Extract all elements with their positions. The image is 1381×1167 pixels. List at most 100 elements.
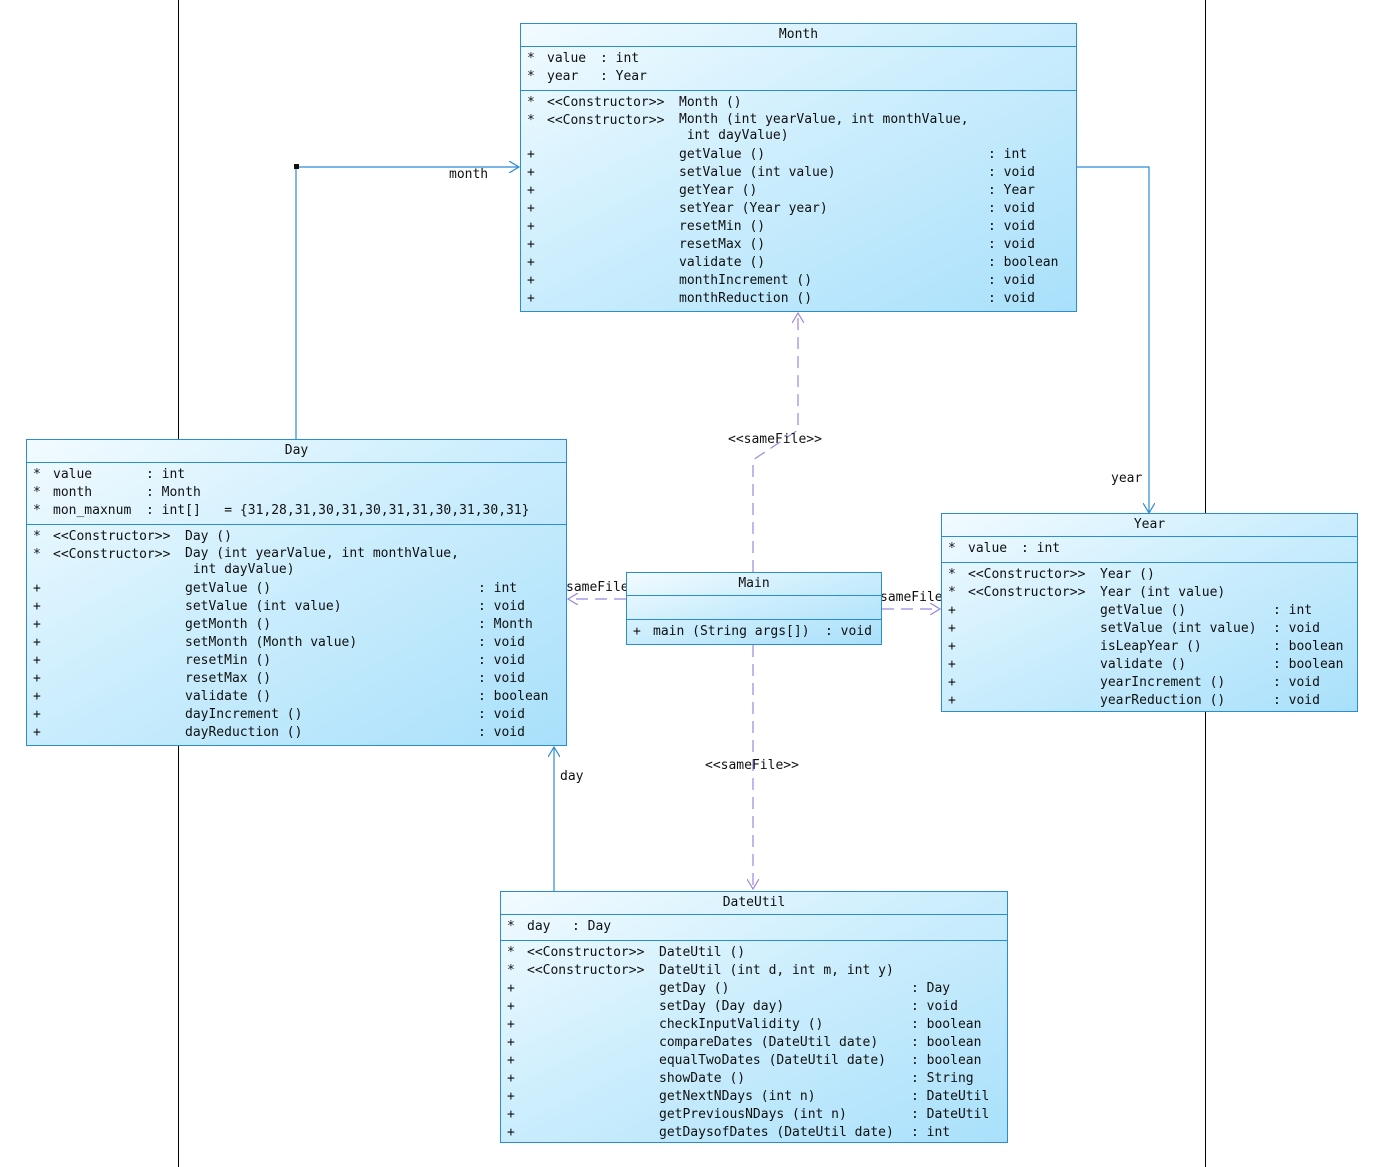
visibility-marker: + xyxy=(507,999,515,1014)
visibility-marker: + xyxy=(507,1035,515,1050)
attribute-compartment: *day: Day xyxy=(501,915,1007,941)
return-type: : void xyxy=(478,635,525,650)
operation-signature: setValue (int value) xyxy=(1100,621,1257,636)
operation-signature: Year (int value) xyxy=(1100,585,1226,600)
operation-signature: compareDates (DateUtil date) xyxy=(659,1035,879,1050)
return-type: : void xyxy=(988,291,1035,306)
return-type: : DateUtil xyxy=(911,1107,990,1122)
return-type: : Day xyxy=(911,981,951,996)
attribute-type: : Year xyxy=(600,69,647,84)
visibility-marker: * xyxy=(527,95,535,110)
return-type: : Month xyxy=(478,617,533,632)
visibility-marker: * xyxy=(33,529,41,544)
constructor-stereotype: <<Constructor>> xyxy=(968,567,1086,582)
return-type: : int xyxy=(911,1125,951,1140)
attribute-row: *value: int xyxy=(521,50,1076,68)
visibility-marker: * xyxy=(33,503,41,518)
operation-compartment: *<<Constructor>>DateUtil ()*<<Constructo… xyxy=(501,941,1007,1144)
operation-signature: validate () xyxy=(679,255,766,270)
visibility-marker: + xyxy=(527,183,535,198)
operation-signature: getValue () xyxy=(679,147,766,162)
return-type: : void xyxy=(825,624,872,639)
visibility-marker: + xyxy=(507,1053,515,1068)
operation-row: +setDay (Day day): void xyxy=(501,998,1007,1016)
constructor-stereotype: <<Constructor>> xyxy=(968,585,1086,600)
operation-signature: Day (int yearValue, int monthValue, int … xyxy=(185,546,459,577)
visibility-marker: + xyxy=(948,675,956,690)
return-type: : Year xyxy=(988,183,1035,198)
operation-signature: setValue (int value) xyxy=(679,165,836,180)
visibility-marker: + xyxy=(507,1125,515,1140)
return-type: : void xyxy=(988,201,1035,216)
association-month-year[interactable] xyxy=(1077,166,1149,513)
return-type: : int xyxy=(478,581,518,596)
association-label-day: day xyxy=(560,769,584,784)
operation-row: +getValue (): int xyxy=(942,602,1357,620)
operation-row: +monthIncrement (): void xyxy=(521,272,1076,290)
attribute-name: value xyxy=(547,51,587,66)
class-main[interactable]: Main +main (String args[]): void xyxy=(626,572,882,645)
visibility-marker: * xyxy=(33,547,41,562)
operation-row: *<<Constructor>>Month () xyxy=(521,94,1076,112)
association-day-month[interactable] xyxy=(295,167,519,439)
operation-signature: yearReduction () xyxy=(1100,693,1226,708)
operation-row: +yearReduction (): void xyxy=(942,692,1357,710)
constructor-stereotype: <<Constructor>> xyxy=(53,529,171,544)
constructor-stereotype: <<Constructor>> xyxy=(527,945,645,960)
operation-row: +equalTwoDates (DateUtil date): boolean xyxy=(501,1052,1007,1070)
class-month[interactable]: Month *value: int*year: Year *<<Construc… xyxy=(520,23,1077,312)
operation-compartment: * <<Constructor>> Day () * <<Constructor>> Da… xyxy=(27,525,566,744)
return-type: : void xyxy=(911,999,958,1014)
attribute-row: * year : Year xyxy=(521,68,1076,86)
visibility-marker: * xyxy=(527,69,535,84)
attribute-type: : Month xyxy=(146,485,201,500)
return-type: : boolean xyxy=(1273,639,1344,654)
attribute-name: value xyxy=(53,467,93,482)
association-label-year: year xyxy=(1111,471,1143,486)
return-type: : boolean xyxy=(911,1017,982,1032)
operation-signature: Day () xyxy=(185,529,232,544)
operation-signature: yearIncrement () xyxy=(1100,675,1226,690)
return-type: : DateUtil xyxy=(911,1089,990,1104)
attribute-type: : int xyxy=(146,467,186,482)
operation-row: +resetMax (): void xyxy=(521,236,1076,254)
return-type: : boolean xyxy=(911,1035,982,1050)
operation-row: +setMonth (Month value): void xyxy=(27,634,566,652)
operation-signature: getDay () xyxy=(659,981,730,996)
operation-signature: isLeapYear () xyxy=(1100,639,1202,654)
operation-compartment: *<<Constructor>>Year ()*<<Constructor>>Y… xyxy=(942,563,1357,712)
constructor-stereotype: <<Constructor>> xyxy=(547,95,665,110)
operation-signature: monthReduction () xyxy=(679,291,813,306)
class-day[interactable]: Day *value: int*month: Month*mon_maxnum:… xyxy=(26,439,567,746)
operation-signature: setYear (Year year) xyxy=(679,201,828,216)
operation-signature: resetMax () xyxy=(185,671,272,686)
attribute-compartment: *value: int*year: Year xyxy=(521,47,1076,91)
attribute-row: *value: int xyxy=(27,466,566,484)
visibility-marker: + xyxy=(507,1089,515,1104)
operation-signature: getPreviousNDays (int n) xyxy=(659,1107,847,1122)
dependency-label-main-day: sameFile xyxy=(566,580,629,595)
class-year[interactable]: Year *value: int *<<Constructor>>Year ()… xyxy=(941,513,1358,712)
attribute-name: year xyxy=(547,69,579,84)
selection-handle[interactable] xyxy=(294,164,299,169)
operation-row: +isLeapYear (): boolean xyxy=(942,638,1357,656)
operation-signature: showDate () xyxy=(659,1071,746,1086)
operation-signature: getMonth () xyxy=(185,617,272,632)
operation-signature: resetMax () xyxy=(679,237,766,252)
operation-compartment: *<<Constructor>>Month ()*<<Constructor>>… xyxy=(521,91,1076,310)
class-name: DateUtil xyxy=(501,892,1007,915)
operation-row: *<<Constructor>>Year (int value) xyxy=(942,584,1357,602)
operation-row: * <<Constructor>> Day () xyxy=(27,528,566,546)
association-label-month: month xyxy=(449,167,489,182)
return-type: : void xyxy=(478,653,525,668)
operation-row: +getMonth (): Month xyxy=(27,616,566,634)
return-type: : String xyxy=(911,1071,974,1086)
visibility-marker: + xyxy=(527,291,535,306)
attribute-compartment: *value: int xyxy=(942,537,1357,563)
constructor-stereotype: <<Constructor>> xyxy=(53,547,171,562)
class-dateutil[interactable]: DateUtil *day: Day *<<Constructor>>DateU… xyxy=(500,891,1008,1143)
visibility-marker: * xyxy=(527,51,535,66)
return-type: : boolean xyxy=(988,255,1059,270)
operation-row: +checkInputValidity (): boolean xyxy=(501,1016,1007,1034)
